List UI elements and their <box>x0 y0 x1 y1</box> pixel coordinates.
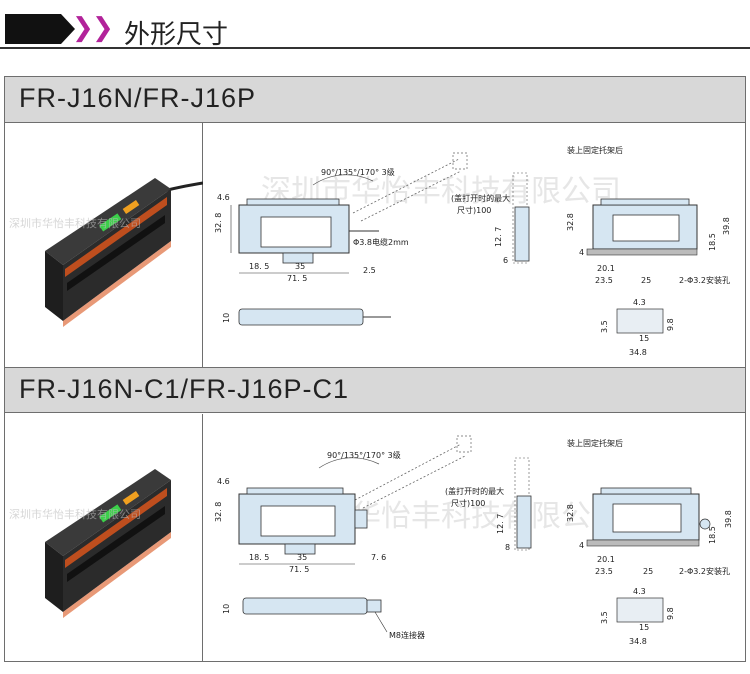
dim-32-8: 32. 8 <box>214 502 223 522</box>
model-title-row: FR-J16N/FR-J16P <box>5 77 745 123</box>
fiber-amplifier-photo: 深圳市华怡丰科技有限公司 <box>9 178 204 327</box>
dim-r-39-8: 39.8 <box>722 217 731 235</box>
dim-71-5: 71. 5 <box>287 274 307 283</box>
dim-12-7: 12. 7 <box>494 227 503 247</box>
dim-r-4: 4 <box>579 248 584 257</box>
dim-b-34-8: 34.8 <box>629 348 647 357</box>
model-name: FR-J16N/FR-J16P <box>19 83 257 113</box>
dim-b-3-5: 3.5 <box>600 611 609 624</box>
dimension-drawing: 深圳市华怡丰科技有限公司 90°/135°/170° 3级 32. 8 4.6 … <box>214 145 731 357</box>
dim-32-8: 32. 8 <box>214 213 223 233</box>
dim-r-18-5: 18.5 <box>708 233 717 251</box>
chevron-right-icon: ❯ <box>92 13 114 43</box>
dim-b-34-8: 34.8 <box>629 637 647 646</box>
dim-10: 10 <box>222 313 231 323</box>
dim-71-5: 71. 5 <box>289 565 309 574</box>
dim-4-6: 4.6 <box>217 193 230 202</box>
dim-2-5: 2.5 <box>363 266 376 275</box>
dim-6: 6 <box>503 256 508 265</box>
hole-note: 2-Φ3.2安装孔 <box>679 566 730 576</box>
dim-r-32-8: 32.8 <box>566 504 575 522</box>
dimension-drawing-cell: 深圳市华怡丰科技有限公司 90°/135°/170° 3级 32. 8 4.6 … <box>203 414 745 661</box>
dim-10: 10 <box>222 604 231 614</box>
dim-8: 8 <box>505 543 510 552</box>
connector-note: M8连接器 <box>389 630 425 640</box>
section-header: ❯ ❯ 外形尺寸 <box>0 0 750 60</box>
dim-b-15: 15 <box>639 334 649 343</box>
header-tab-shape <box>5 14 61 44</box>
bracket-title: 装上固定托架后 <box>567 145 623 155</box>
hole-note: 2-Φ3.2安装孔 <box>679 275 730 285</box>
dim-r-20-1: 20.1 <box>597 264 615 273</box>
fiber-amplifier-photo: 深圳市华怡丰科技有限公司 <box>9 469 171 618</box>
product-photo-cell: 深圳市华怡丰科技有限公司 <box>5 123 204 367</box>
dim-b-4-3: 4.3 <box>633 298 646 307</box>
dim-12-7: 12. 7 <box>496 514 505 534</box>
chevron-right-icon: ❯ <box>72 13 94 43</box>
dimension-drawing-cell: 深圳市华怡丰科技有限公司 90°/135°/170° 3级 32. 8 4.6 … <box>203 123 745 367</box>
angle-note: 90°/135°/170° 3级 <box>321 167 395 177</box>
dim-r-20-1: 20.1 <box>597 555 615 564</box>
dim-r-18-5: 18.5 <box>708 526 717 544</box>
dim-35: 35 <box>295 262 305 271</box>
header-tab-arrow <box>61 14 75 44</box>
dim-18-5: 18. 5 <box>249 553 269 562</box>
dim-r-4: 4 <box>579 541 584 550</box>
model-title-row: FR-J16N-C1/FR-J16P-C1 <box>5 367 745 413</box>
cover-note: 尺寸)100 <box>457 205 491 215</box>
model-name: FR-J16N-C1/FR-J16P-C1 <box>19 374 350 404</box>
dimension-table: FR-J16N/FR-J16P 深圳市华怡丰科技有限公司 深圳市华怡丰科技有限公… <box>4 76 746 662</box>
dim-b-4-3: 4.3 <box>633 587 646 596</box>
dim-b-15: 15 <box>639 623 649 632</box>
dimension-drawing: 深圳市华怡丰科技有限公司 90°/135°/170° 3级 32. 8 4.6 … <box>214 435 733 646</box>
angle-note: 90°/135°/170° 3级 <box>327 450 401 460</box>
cover-note: (盖打开时的最大 <box>451 193 510 203</box>
photo-watermark: 深圳市华怡丰科技有限公司 <box>9 507 141 521</box>
dim-35: 35 <box>297 553 307 562</box>
dim-b-3-5: 3.5 <box>600 320 609 333</box>
dim-r-25: 25 <box>641 276 651 285</box>
dim-18-5: 18. 5 <box>249 262 269 271</box>
bracket-title: 装上固定托架后 <box>567 438 623 448</box>
cover-note: 尺寸)100 <box>451 498 485 508</box>
dim-r-39-8: 39.8 <box>724 510 733 528</box>
photo-watermark: 深圳市华怡丰科技有限公司 <box>9 216 141 230</box>
dim-r-23-5: 23.5 <box>595 567 613 576</box>
dim-r-32-8: 32.8 <box>566 213 575 231</box>
header-divider <box>0 47 750 49</box>
dim-b-9-8: 9.8 <box>666 318 675 331</box>
product-photo-cell: 深圳市华怡丰科技有限公司 <box>5 414 203 661</box>
dim-7-6: 7. 6 <box>371 553 386 562</box>
dim-r-25: 25 <box>643 567 653 576</box>
section-title: 外形尺寸 <box>124 20 229 50</box>
dim-4-6: 4.6 <box>217 477 230 486</box>
dim-r-23-5: 23.5 <box>595 276 613 285</box>
dim-b-9-8: 9.8 <box>666 607 675 620</box>
cover-note: (盖打开时的最大 <box>445 486 504 496</box>
cable-note: Φ3.8电缆2mm <box>353 237 409 247</box>
